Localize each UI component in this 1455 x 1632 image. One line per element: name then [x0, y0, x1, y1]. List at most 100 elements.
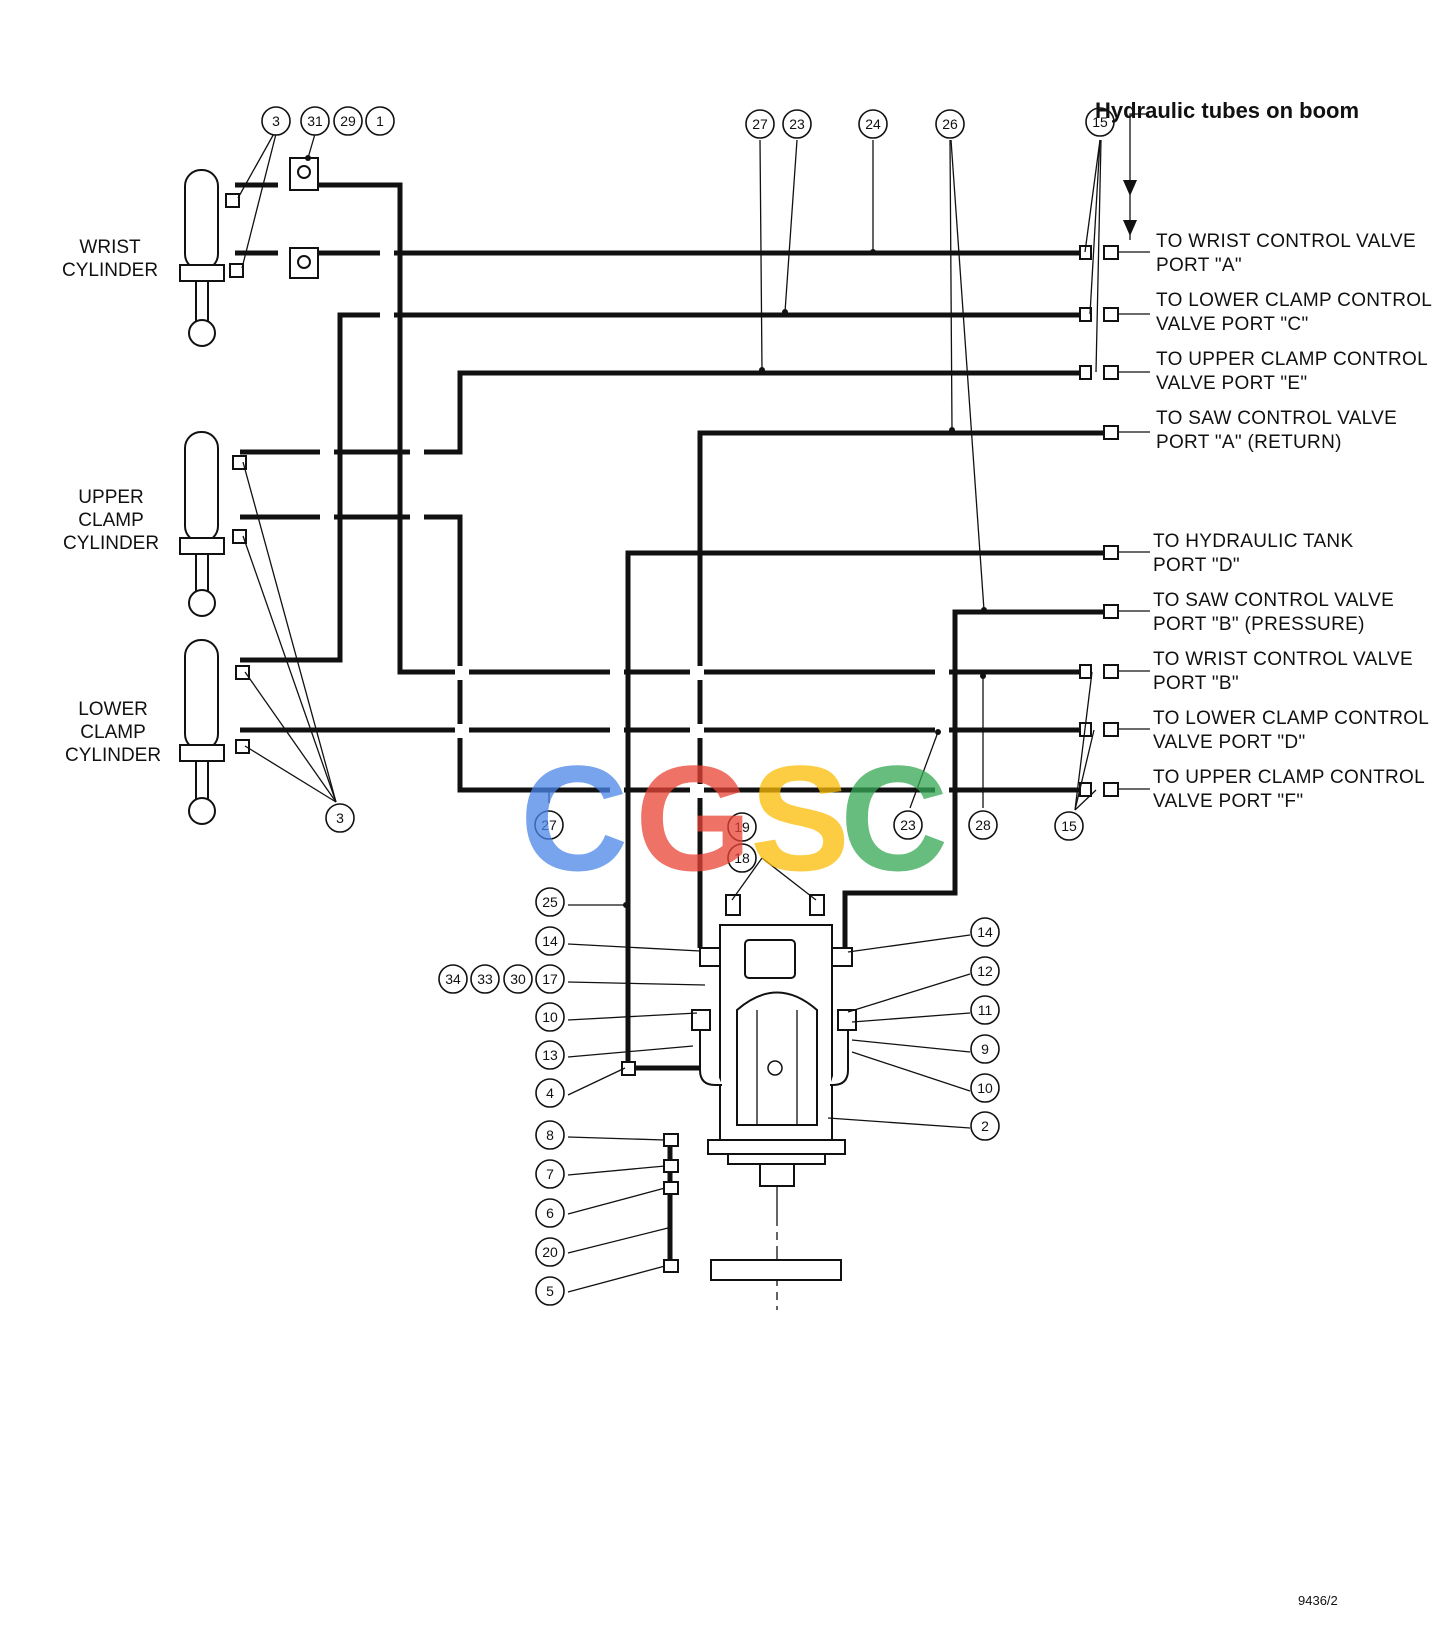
svg-text:27: 27: [541, 817, 557, 833]
callout-top-mid-3: 26: [935, 109, 965, 139]
callout-motor-left-1: 14: [535, 926, 565, 956]
svg-text:13: 13: [542, 1047, 558, 1063]
pipes: [235, 182, 1112, 1268]
svg-text:10: 10: [542, 1009, 558, 1025]
callout-motor-left-0: 25: [535, 887, 565, 917]
callout-row-mid-5: 15: [1054, 811, 1084, 841]
watermark-letter-3: C: [840, 734, 948, 902]
svg-text:3: 3: [272, 113, 280, 129]
svg-text:26: 26: [942, 116, 958, 132]
svg-text:14: 14: [542, 933, 558, 949]
watermark: C G S C: [520, 734, 948, 902]
svg-text:15: 15: [1092, 114, 1108, 130]
lower-clamp-cylinder-label: LOWER CLAMP CYLINDER: [65, 699, 162, 766]
svg-text:27: 27: [752, 116, 768, 132]
svg-text:10: 10: [977, 1080, 993, 1096]
svg-text:7: 7: [546, 1166, 554, 1182]
svg-text:6: 6: [546, 1205, 554, 1221]
callout-row-mid-0: 27: [534, 810, 564, 840]
pipe-upper-clamp-e: [240, 370, 1090, 455]
callout-top-mid-1: 23: [782, 109, 812, 139]
svg-text:23: 23: [900, 817, 916, 833]
callout-motor-left-2: 34: [438, 964, 468, 994]
callout-top-mid-4: 15: [1085, 107, 1115, 137]
svg-text:19: 19: [734, 819, 750, 835]
callout-row-mid-1: 19: [727, 812, 757, 842]
callout-motor-left-13: 5: [535, 1276, 565, 1306]
callout-motor-right-3: 9: [970, 1034, 1000, 1064]
leader-lines: [237, 129, 1102, 1293]
callout-motor-right-5: 2: [970, 1111, 1000, 1141]
svg-text:4: 4: [546, 1085, 554, 1101]
svg-text:24: 24: [865, 116, 881, 132]
callout-left-bottom: 3: [325, 803, 355, 833]
pipe-tank: [625, 550, 1112, 1068]
callout-top-left-3: 1: [365, 106, 395, 136]
callout-motor-right-4: 10: [970, 1073, 1000, 1103]
callout-top-left-1: 31: [300, 106, 330, 136]
pipe-lower-clamp-c: [240, 312, 1090, 663]
lower-clamp-cylinder: [179, 639, 250, 825]
callout-row-mid-4: 28: [968, 810, 998, 840]
callout-motor-left-8: 4: [535, 1078, 565, 1108]
callout-motor-right-1: 12: [970, 956, 1000, 986]
figure-number: 9436/2: [1298, 1593, 1338, 1608]
svg-text:1: 1: [376, 113, 384, 129]
svg-text:2: 2: [981, 1118, 989, 1134]
svg-text:18: 18: [734, 850, 750, 866]
saw-motor: [621, 894, 857, 1310]
upper-clamp-cylinder-label: UPPER CLAMP CYLINDER: [63, 487, 160, 554]
pipe-saw-return: [697, 430, 1112, 948]
callout-motor-left-12: 20: [535, 1237, 565, 1267]
svg-text:28: 28: [975, 817, 991, 833]
callout-top-mid-2: 24: [858, 109, 888, 139]
watermark-letter-0: C: [520, 734, 628, 902]
callouts: 3 31 29 1 27 23 24 26 15 3 27 19 18 23 2…: [261, 106, 1115, 1306]
callout-motor-right-0: 14: [970, 917, 1000, 947]
svg-text:25: 25: [542, 894, 558, 910]
wrist-cylinder: [179, 157, 319, 347]
watermark-letter-2: S: [750, 734, 850, 902]
svg-text:11: 11: [978, 1002, 993, 1018]
callout-motor-left-5: 17: [535, 964, 565, 994]
callout-top-left-2: 29: [333, 106, 363, 136]
callout-motor-left-4: 30: [503, 964, 533, 994]
svg-text:33: 33: [477, 971, 493, 987]
callout-motor-right-2: 11: [970, 995, 1000, 1025]
pipe-wrist-b: [310, 182, 1080, 675]
callout-motor-left-10: 7: [535, 1159, 565, 1189]
svg-text:15: 15: [1061, 818, 1077, 834]
boom-fittings: [1079, 113, 1150, 797]
callout-motor-left-6: 10: [535, 1002, 565, 1032]
svg-text:12: 12: [977, 963, 993, 979]
callout-motor-left-3: 33: [470, 964, 500, 994]
svg-text:14: 14: [977, 924, 993, 940]
svg-text:8: 8: [546, 1127, 554, 1143]
callout-top-mid-0: 27: [745, 109, 775, 139]
watermark-letter-1: G: [635, 734, 752, 902]
svg-text:5: 5: [546, 1283, 554, 1299]
diagram-heading: Hydraulic tubes on boom: [1095, 98, 1360, 123]
svg-text:30: 30: [510, 971, 526, 987]
upper-clamp-cylinder: [179, 431, 247, 617]
pipe-saw-pressure: [842, 609, 1112, 948]
svg-text:3: 3: [336, 810, 344, 826]
svg-text:29: 29: [340, 113, 356, 129]
svg-text:20: 20: [542, 1244, 558, 1260]
callout-row-mid-3: 23: [893, 810, 923, 840]
wrist-cylinder-label: WRIST CYLINDER: [62, 237, 159, 281]
svg-text:9: 9: [981, 1041, 989, 1057]
callout-motor-left-7: 13: [535, 1040, 565, 1070]
pipe-upper-clamp-f: [240, 514, 1090, 793]
callout-row-mid-2: 18: [727, 843, 757, 873]
